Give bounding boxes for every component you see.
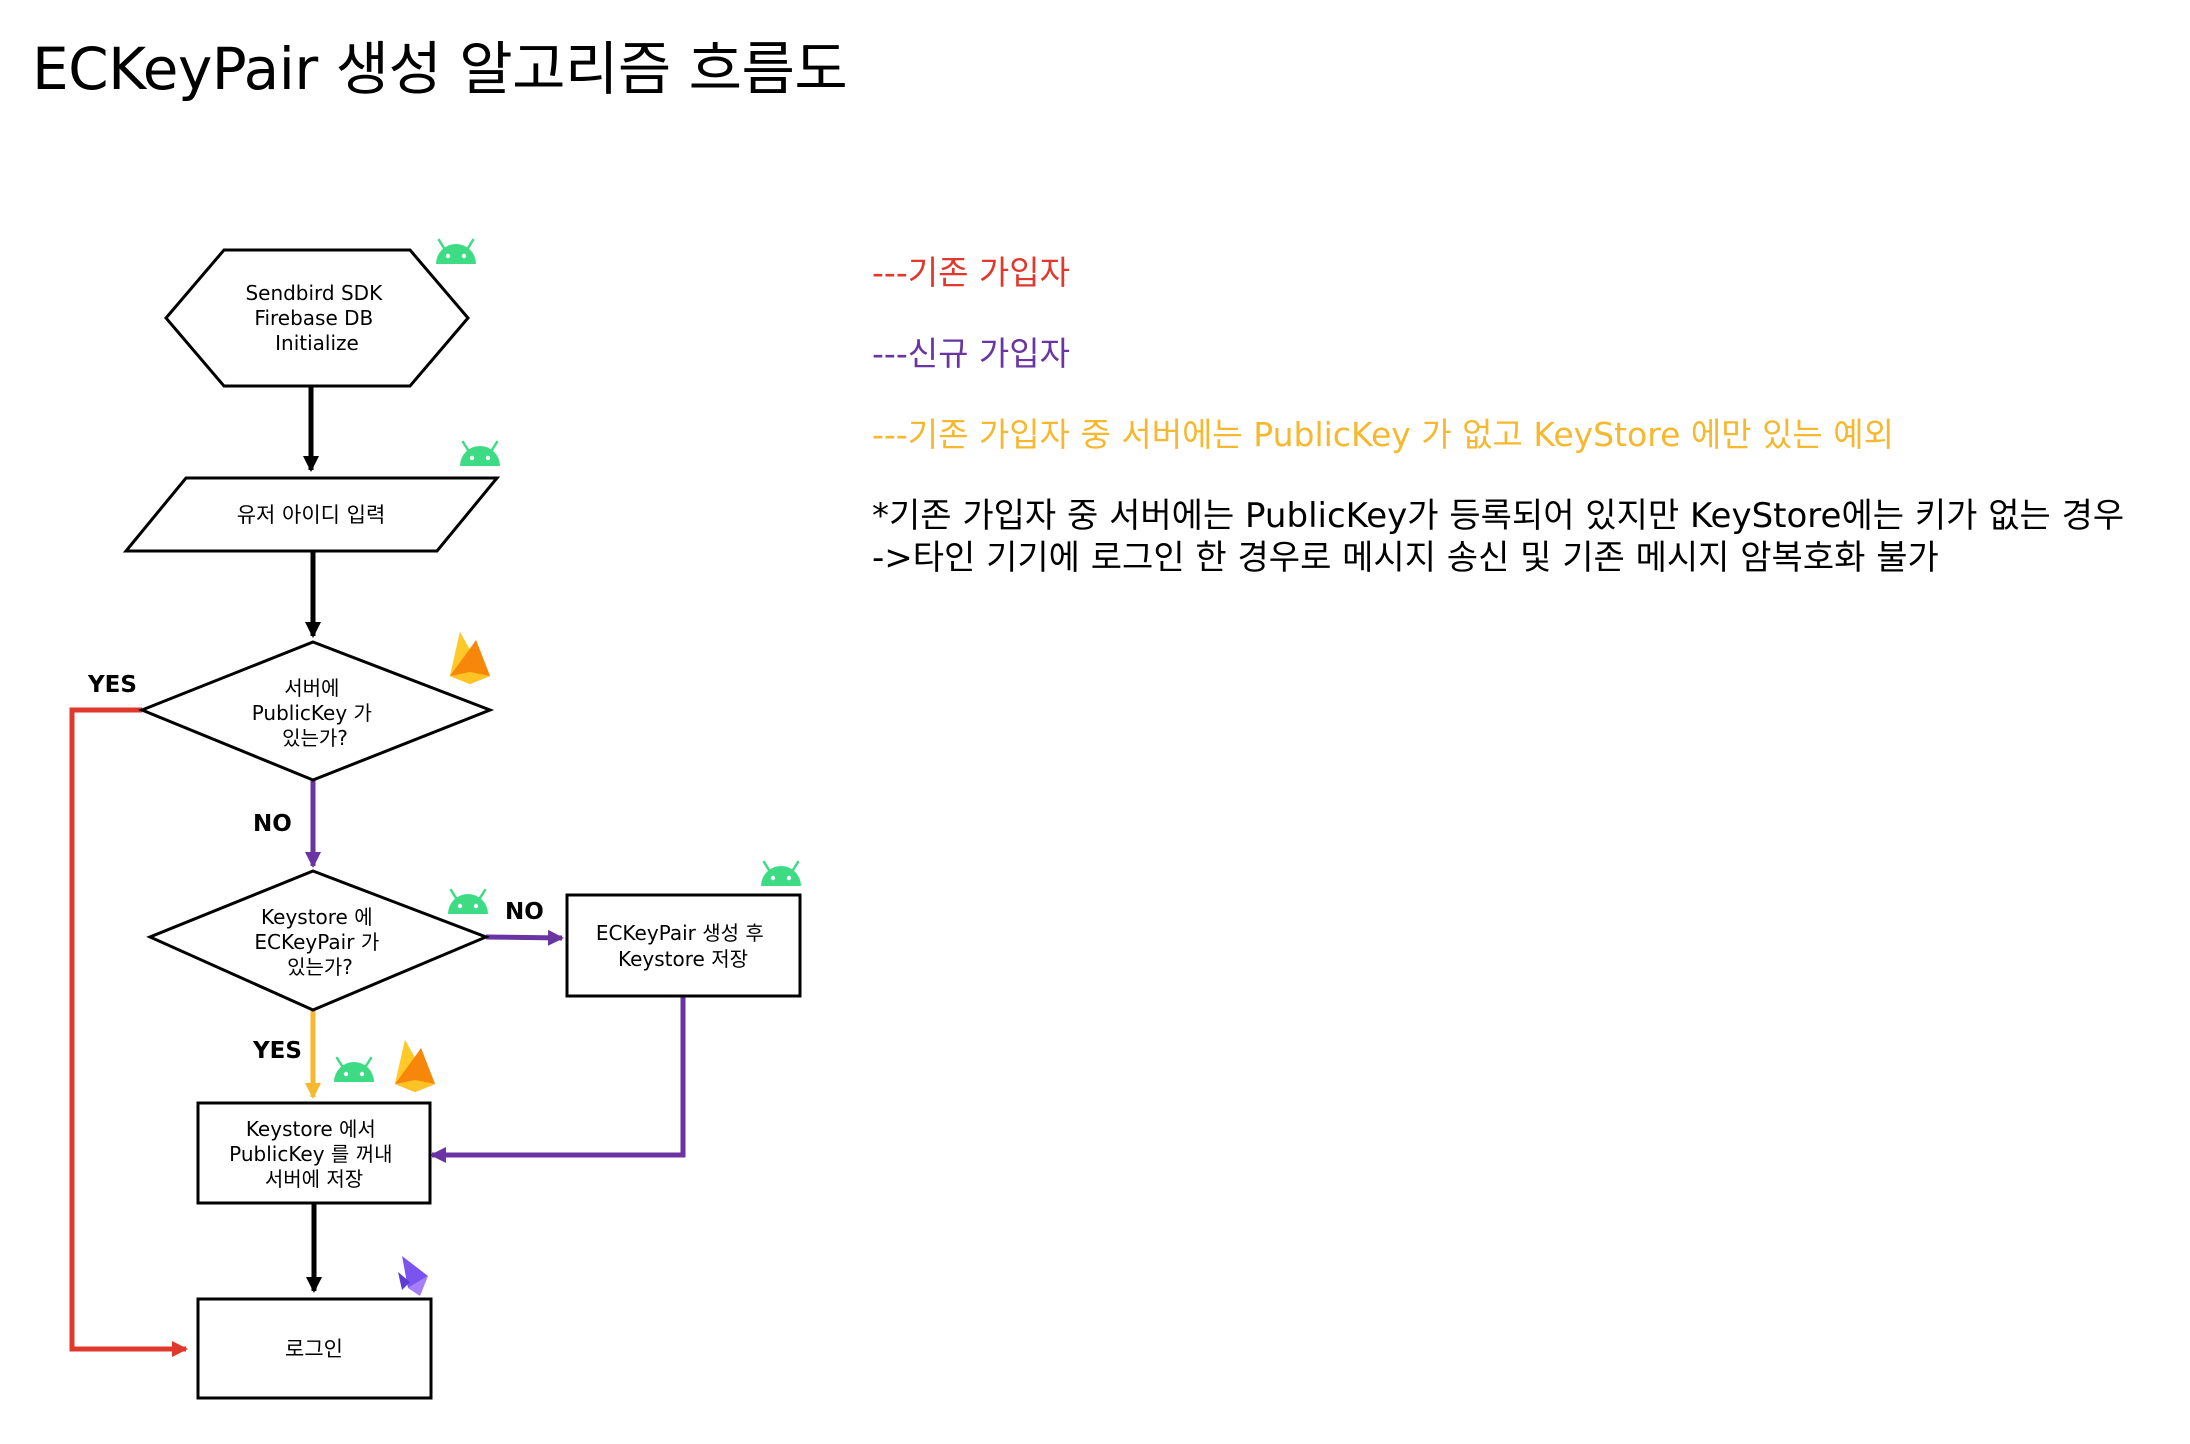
label-keystore-yes: YES	[252, 1038, 302, 1064]
svg-text:서버에 PublicKey 가 있는: 서버에 PublicKey 가 있는가?	[252, 676, 379, 750]
node-keystore-has-pair-line-1: Keystore 에	[261, 905, 373, 929]
svg-text:Keystore 에 ECKeyPair 가: Keystore 에 ECKeyPair 가 있는가?	[254, 905, 385, 979]
node-generate-pair: ECKeyPair 생성 후 Keystore 저장	[565, 893, 802, 998]
label-server-yes: YES	[87, 672, 137, 698]
note-line-2: ->타인 기기에 로그인 한 경우로 메시지 송신 및 기존 메시지 암복호화 …	[872, 538, 1939, 578]
edge-keystore-no	[485, 929, 564, 946]
android-icon	[332, 1056, 376, 1084]
svg-text:Sendbird SDK Firebase DB: Sendbird SDK Firebase DB Initialize	[245, 281, 388, 355]
android-icon	[434, 238, 478, 266]
node-upload-key-line-3: 서버에 저장	[265, 1167, 363, 1191]
node-login: 로그인	[196, 1297, 433, 1400]
legend-new-user: ---신규 가입자	[872, 334, 1071, 373]
sendbird-icon	[398, 1256, 428, 1296]
node-server-has-key-line-1: 서버에	[284, 676, 339, 700]
android-icon	[759, 860, 803, 888]
edge-server-yes	[69, 707, 188, 1357]
node-upload-key: Keystore 에서 PublicKey 를 꺼내 서버에 저장	[196, 1101, 432, 1205]
node-server-has-key-line-3: 있는가?	[282, 726, 348, 750]
node-init-line-3: Initialize	[275, 331, 359, 355]
node-server-has-key-line-2: PublicKey 가	[252, 701, 372, 725]
svg-text:ECKeyPair 생성 후 Keystore: ECKeyPair 생성 후 Keystore 저장	[596, 921, 770, 971]
android-icon	[446, 888, 490, 916]
svg-text:Keystore 에서 PublicKey 를: Keystore 에서 PublicKey 를 꺼내 서버에 저장	[229, 1117, 399, 1191]
node-keystore-has-pair-line-2: ECKeyPair 가	[254, 930, 379, 954]
node-server-has-key: 서버에 PublicKey 가 있는가?	[137, 640, 495, 782]
node-init-line-1: Sendbird SDK	[245, 281, 383, 305]
label-server-no: NO	[253, 811, 292, 837]
legend-existing-user: ---기존 가입자	[872, 253, 1071, 292]
node-input-user-id-label: 유저 아이디 입력	[237, 503, 386, 527]
firebase-icon	[395, 1040, 435, 1092]
node-init-line-2: Firebase DB	[254, 306, 373, 330]
node-upload-key-line-2: PublicKey 를 꺼내	[229, 1142, 392, 1166]
android-icon	[458, 440, 502, 468]
page-title: ECKeyPair 생성 알고리즘 흐름도	[32, 35, 848, 103]
note-line-1: *기존 가입자 중 서버에는 PublicKey가 등록되어 있지만 KeySt…	[872, 496, 2125, 536]
node-keystore-has-pair-line-3: 있는가?	[287, 955, 353, 979]
node-upload-key-line-1: Keystore 에서	[246, 1117, 376, 1141]
legend-exception: ---기존 가입자 중 서버에는 PublicKey 가 없고 KeyStore…	[872, 415, 1895, 454]
label-keystore-no: NO	[505, 899, 544, 925]
edge-generate-to-upload	[430, 996, 686, 1163]
node-init: Sendbird SDK Firebase DB Initialize	[164, 248, 470, 388]
node-generate-pair-line-1: ECKeyPair 생성 후	[596, 921, 764, 945]
node-keystore-has-pair: Keystore 에 ECKeyPair 가 있는가?	[146, 869, 491, 1012]
node-login-label: 로그인	[285, 1337, 343, 1361]
node-input-user-id: 유저 아이디 입력	[122, 476, 501, 553]
node-generate-pair-line-2: Keystore 저장	[618, 947, 748, 971]
firebase-icon	[450, 632, 490, 684]
